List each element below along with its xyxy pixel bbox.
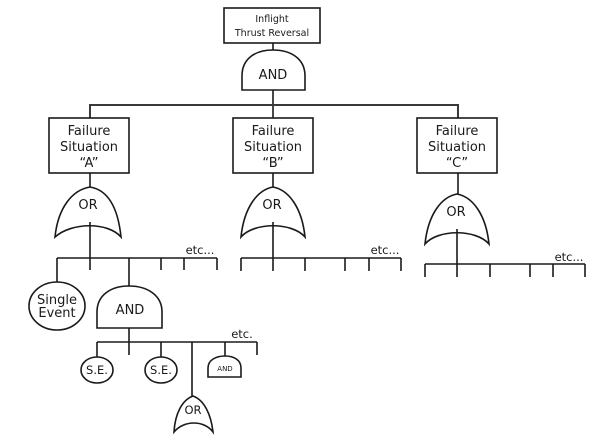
bus-b [240,257,402,271]
failure-situation-b-box: Failure Situation “B” [232,117,314,174]
sub-bus [96,341,258,396]
bus-c [424,263,586,277]
top-event-line2: Thrust Reversal [234,28,309,39]
fs-c-line3: “C” [446,156,468,171]
top-event-line1: Inflight [255,14,288,25]
or-gate-b-label: OR [262,198,281,213]
top-event-box: Inflight Thrust Reversal [223,7,321,44]
and-gate-a: AND [96,285,163,329]
or-gate-a: OR [53,186,123,240]
single-event-line2: Event [38,306,75,321]
failure-situation-a-box: Failure Situation “A” [48,117,130,174]
single-event-small-2: S.E. [144,356,178,384]
single-event-circle: Single Event [28,281,86,331]
sub-etc-label: etc. [231,327,253,341]
small-and-gate: AND [207,355,242,378]
bottom-or-label: OR [184,403,201,417]
or-gate-a-label: OR [78,198,97,213]
and-gate-a-label: AND [116,303,145,318]
etc-b-label: etc... [371,243,400,257]
top-gate-label: AND [259,68,288,83]
failure-situation-c-box: Failure Situation “C” [416,117,498,174]
single-event-line1: Single [37,293,77,308]
or-gate-c: OR [423,193,491,247]
single-event-small-1: S.E. [80,356,114,384]
fs-a-line1: Failure [68,124,111,139]
fs-a-line3: “A” [79,156,98,171]
small-and-label: AND [217,365,232,373]
fs-b-line1: Failure [252,124,295,139]
main-bus [89,104,459,118]
bus-a [56,257,218,286]
se1-label: S.E. [86,363,108,377]
etc-a-label: etc... [186,243,215,257]
bottom-or-gate: OR [173,395,215,435]
fs-c-line1: Failure [436,124,479,139]
fs-b-line3: “B” [262,156,283,171]
etc-c-label: etc... [555,250,584,264]
se2-label: S.E. [150,363,172,377]
fs-b-line2: Situation [244,140,302,155]
fs-c-line2: Situation [428,140,486,155]
or-gate-c-label: OR [446,205,465,220]
fs-a-line2: Situation [60,140,118,155]
top-and-gate: AND [241,49,306,91]
